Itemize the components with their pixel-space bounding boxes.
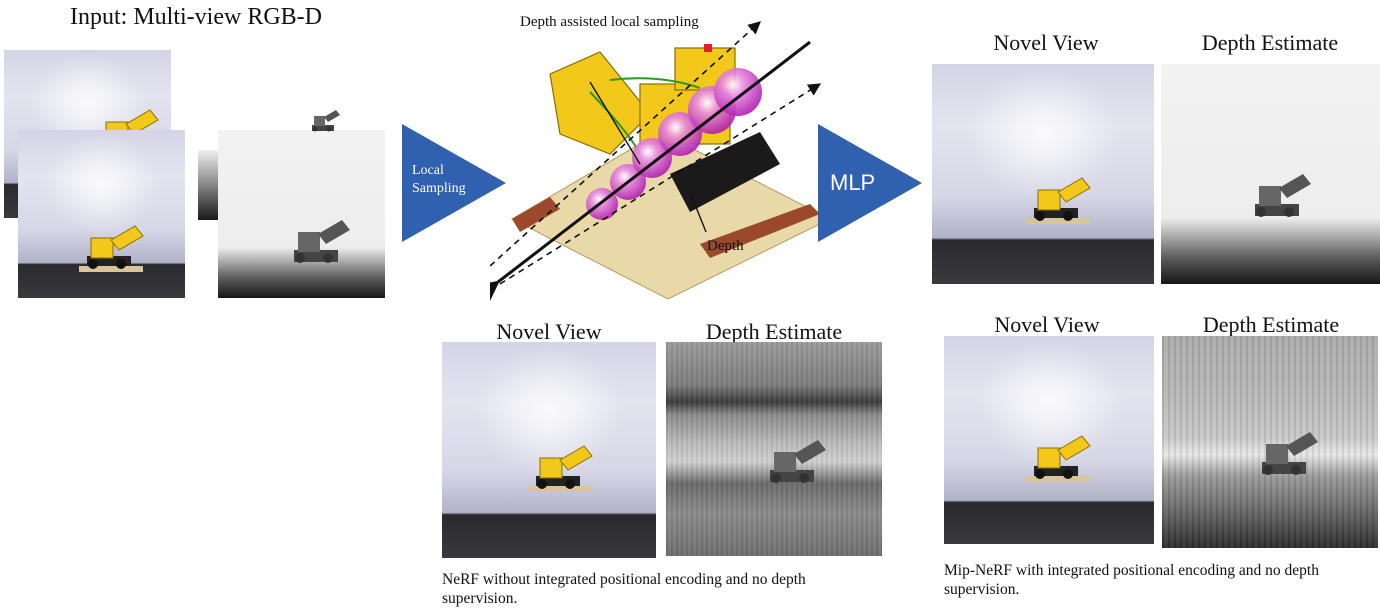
depth-image-back-edge: [198, 150, 218, 220]
depth-label: Depth: [707, 238, 744, 254]
sampling-ray-lower: [499, 83, 822, 285]
input-rgb-image-front: [18, 130, 185, 298]
mipnerf-novel-view-image: [944, 336, 1154, 544]
sampling-ray-upper: [490, 21, 761, 267]
sampling-illustration: [490, 21, 832, 304]
output-depth-estimate-image: [1161, 64, 1380, 284]
tracks: [670, 132, 780, 212]
output-depth-estimate-title: Depth Estimate: [1201, 30, 1339, 55]
output-novel-view-title: Novel View: [993, 30, 1099, 55]
loader-depth-image: [1262, 432, 1318, 475]
nerf-depth-estimate-title: Depth Estimate: [705, 319, 843, 344]
local-sampling-label: Local Sampling: [412, 163, 466, 196]
mipnerf-depth-estimate-title: Depth Estimate: [1202, 312, 1340, 337]
main-ray: [490, 40, 811, 304]
sample-sphere: [714, 68, 762, 116]
loader-light: [704, 44, 712, 52]
loader-image: [527, 445, 593, 493]
nerf-novel-view-title: Novel View: [496, 319, 602, 344]
mipnerf-novel-view-title: Novel View: [994, 312, 1100, 337]
loader-depth-image: [770, 440, 826, 483]
nerf-novel-view-image: [442, 342, 656, 558]
mlp-label: MLP: [830, 170, 876, 195]
depth-pointer: [689, 191, 707, 233]
sample-sphere: [632, 138, 672, 178]
mipnerf-depth-estimate-image: [1162, 336, 1378, 548]
local-sampling-arrow-icon: [402, 124, 506, 242]
loader-image: [78, 225, 144, 273]
depth-sampling-label: Depth assisted local sampling: [520, 14, 699, 30]
depth-image-back-fragment: [312, 110, 340, 132]
input-depth-image: [218, 130, 385, 298]
input-title: Input: Multi-view RGB-D: [70, 4, 322, 30]
sample-sphere: [658, 112, 702, 156]
mipnerf-caption: Mip-NeRF with integrated positional enco…: [944, 562, 1319, 598]
loader-depth-image: [294, 220, 350, 263]
depth-line: [589, 81, 641, 165]
brick-wall: [512, 197, 560, 232]
loader-image: [1025, 435, 1091, 483]
loader-depth-image: [1255, 174, 1311, 217]
output-novel-view-image: [932, 64, 1154, 284]
nerf-caption: NeRF without integrated positional encod…: [442, 571, 806, 607]
loader-image: [1025, 177, 1091, 225]
brick-wall: [700, 204, 820, 258]
nerf-depth-estimate-image: [666, 342, 882, 556]
mlp-arrow-icon: [818, 124, 922, 242]
